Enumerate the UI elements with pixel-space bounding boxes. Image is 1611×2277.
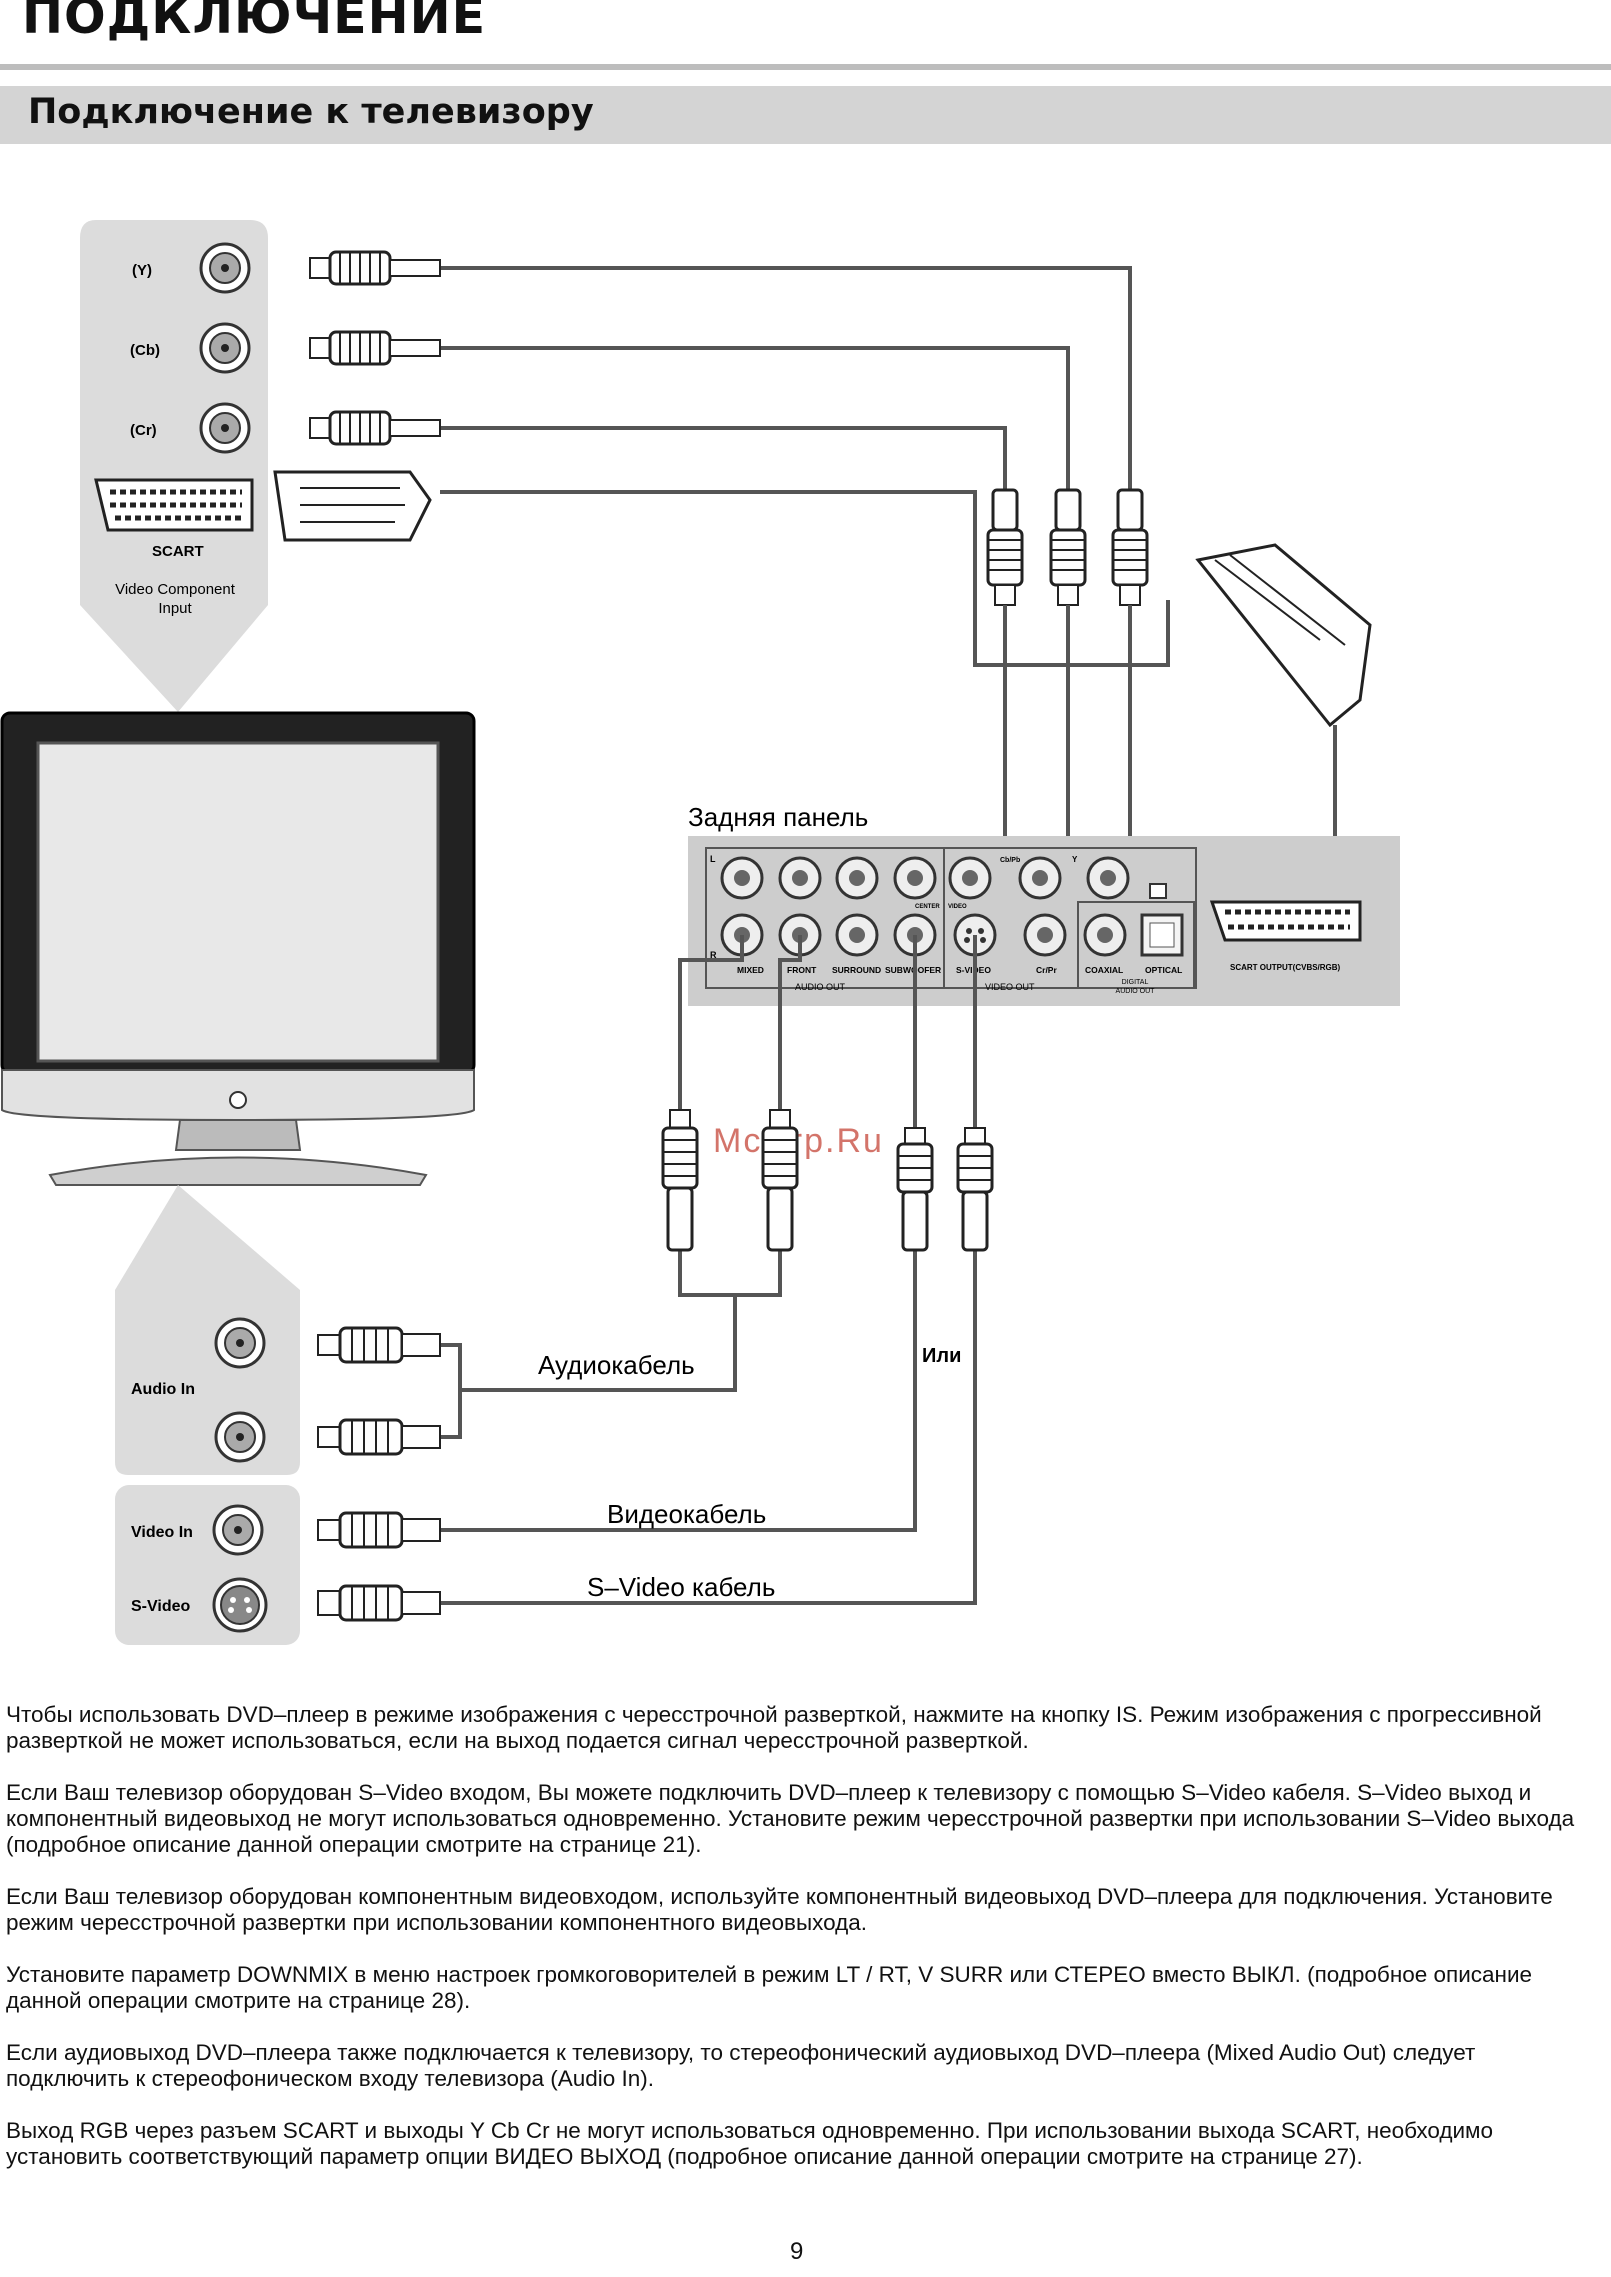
label-input: Input bbox=[158, 600, 192, 617]
section-bar bbox=[0, 86, 1611, 144]
label-video: VIDEO bbox=[948, 904, 967, 910]
paragraph-5: Если аудиовыход DVD–плеера также подключ… bbox=[6, 2040, 1476, 2091]
label-front: FRONT bbox=[787, 965, 817, 975]
paragraph-2: Если Ваш телевизор оборудован S–Video вх… bbox=[6, 1780, 1575, 1857]
scart-plug-dvd-side bbox=[1195, 543, 1372, 728]
label-r: R bbox=[710, 950, 717, 960]
label-video-in: Video In bbox=[131, 1524, 193, 1541]
jack-cb-pb bbox=[1018, 856, 1062, 900]
rca-plug-vertical-cb bbox=[1049, 488, 1087, 606]
label-cr-pr: Cr/Pr bbox=[1036, 965, 1057, 975]
rca-plug-y bbox=[309, 250, 441, 286]
label-y-out: Y bbox=[1072, 855, 1078, 864]
s-video-plug-tv bbox=[317, 1584, 441, 1622]
rca-plugs-tv-bottom bbox=[317, 1326, 441, 1622]
rca-plug-video-in bbox=[317, 1511, 441, 1549]
rca-plug-audio-in-l bbox=[317, 1326, 441, 1364]
jack-video bbox=[948, 856, 992, 900]
audio-in-jack-r bbox=[214, 1411, 266, 1463]
section-title: Подключение к телевизору bbox=[28, 92, 594, 132]
label-s-video-in: S-Video bbox=[131, 1598, 191, 1615]
s-video-in-jack bbox=[212, 1577, 268, 1633]
label-scart: SCART bbox=[152, 543, 204, 560]
rca-plugs-tv-side bbox=[273, 250, 441, 542]
audio-in-jack-l bbox=[214, 1317, 266, 1369]
rca-plug-vertical-y bbox=[1111, 488, 1149, 606]
rear-panel-title: Задняя панель bbox=[688, 802, 868, 832]
paragraph-6: Выход RGB через разъем SCART и выходы Y … bbox=[6, 2118, 1494, 2169]
label-audio-cable: Аудиокабель bbox=[538, 1350, 695, 1380]
label-l: L bbox=[710, 854, 716, 864]
jack-y-out bbox=[1086, 856, 1130, 900]
tv-video-input-panel: Video In S-Video bbox=[115, 1485, 300, 1645]
label-audio-in: Audio In bbox=[131, 1381, 195, 1398]
rca-plug-vertical-cr bbox=[986, 488, 1024, 606]
page-number: 9 bbox=[790, 2238, 804, 2265]
label-center: CENTER bbox=[915, 904, 940, 910]
jack-surround-r bbox=[835, 913, 879, 957]
rca-plug-audio-l bbox=[661, 1109, 699, 1252]
rca-jack-cb bbox=[199, 322, 251, 374]
label-digital-audio-out: AUDIO OUT bbox=[1116, 988, 1156, 995]
tv-audio-input-panel: Audio In bbox=[115, 1185, 300, 1475]
label-mixed: MIXED bbox=[737, 965, 764, 975]
video-in-jack bbox=[212, 1504, 264, 1556]
label-audio-out: AUDIO OUT bbox=[795, 982, 846, 992]
paragraph-3: Если Ваш телевизор оборудован компонентн… bbox=[6, 1884, 1553, 1935]
paragraph-4: Установите параметр DOWNMIX в меню настр… bbox=[6, 1962, 1533, 2013]
label-cb-pb: Cb/Pb bbox=[1000, 857, 1020, 864]
label-or: Или bbox=[922, 1345, 961, 1367]
scart-socket-tv bbox=[94, 478, 254, 532]
label-video-cable: Видеокабель bbox=[607, 1499, 766, 1529]
header-rule bbox=[0, 64, 1611, 70]
rca-plug-cb bbox=[309, 330, 441, 366]
rca-plug-cr bbox=[309, 410, 441, 446]
tv-monitor bbox=[0, 711, 476, 1186]
label-scart-output: SCART OUTPUT(CVBS/RGB) bbox=[1230, 963, 1341, 972]
label-cr: (Cr) bbox=[130, 422, 157, 439]
connection-diagram: (Y) (Cb) (Cr) SCART Video Component Inpu… bbox=[0, 220, 1400, 1645]
rca-plug-audio-in-r bbox=[317, 1418, 441, 1456]
dvd-rear-panel: L R MIXED FRONT SURROUND SUBWOOFER CENTE… bbox=[688, 836, 1400, 1006]
jack-sub-l bbox=[835, 856, 879, 900]
label-y: (Y) bbox=[132, 262, 152, 279]
label-cb: (Cb) bbox=[130, 342, 160, 359]
label-digital: DIGITAL bbox=[1122, 979, 1149, 986]
rca-jack-y bbox=[199, 242, 251, 294]
label-s-video-cable: S–Video кабель bbox=[587, 1572, 775, 1602]
label-video-out: VIDEO OUT bbox=[985, 982, 1035, 992]
scart-output-socket bbox=[1209, 900, 1362, 942]
jack-coaxial bbox=[1083, 913, 1127, 957]
component-cables bbox=[440, 266, 1170, 667]
jack-center bbox=[893, 856, 937, 900]
s-video-plug bbox=[956, 1127, 994, 1252]
scart-plug-tv-side bbox=[273, 470, 432, 542]
label-optical: OPTICAL bbox=[1145, 965, 1182, 975]
rca-plugs-lower bbox=[661, 1109, 994, 1252]
rca-plug-audio-r bbox=[761, 1109, 799, 1252]
label-coaxial: COAXIAL bbox=[1085, 965, 1123, 975]
jack-surround-l bbox=[778, 856, 822, 900]
paragraph-1: Чтобы использовать DVD–плеер в режиме из… bbox=[6, 1702, 1542, 1753]
jack-front-l bbox=[720, 856, 764, 900]
tv-component-input-panel: (Y) (Cb) (Cr) SCART Video Component Inpu… bbox=[80, 220, 268, 712]
jack-cr-pr bbox=[1023, 913, 1067, 957]
optical-port bbox=[1140, 913, 1184, 957]
rca-plugs-dvd-top bbox=[986, 488, 1372, 728]
page-title: ПОДКЛЮЧЕНИЕ bbox=[22, 0, 487, 45]
label-surround: SURROUND bbox=[832, 965, 881, 975]
label-video-component: Video Component bbox=[115, 581, 236, 598]
rca-plug-video bbox=[896, 1127, 934, 1252]
rca-jack-cr bbox=[199, 402, 251, 454]
